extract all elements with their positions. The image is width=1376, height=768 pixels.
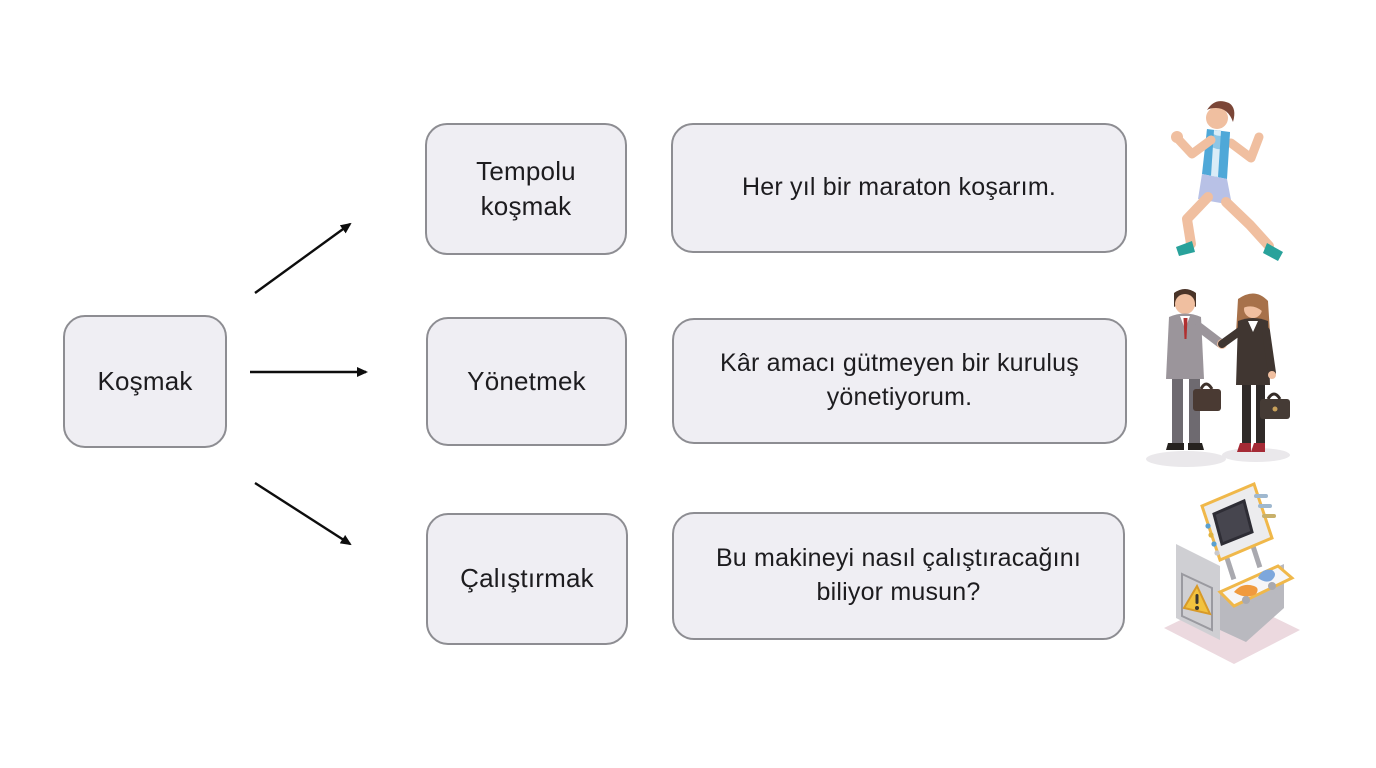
arrow-root-to-meaning-1 bbox=[254, 222, 352, 294]
meaning-node-calistirmak: Çalıştırmak bbox=[426, 513, 628, 645]
root-node-label: Koşmak bbox=[97, 365, 193, 396]
arrow-root-to-meaning-3 bbox=[254, 481, 352, 546]
example-label: Her yıl bir maraton koşarım. bbox=[741, 173, 1056, 202]
business-people-illustration bbox=[1146, 289, 1290, 467]
meaning-label: Yönetmek bbox=[467, 365, 586, 396]
example-label: Kâr amacı gütmeyen bir kuruluş yönetiyor… bbox=[720, 349, 1079, 411]
example-node-makine: Bu makineyi nasıl çalıştıracağını biliyo… bbox=[672, 512, 1125, 640]
meaning-node-tempolu-kosmak: Tempolu koşmak bbox=[425, 123, 627, 255]
meaning-label: Tempolu koşmak bbox=[476, 155, 576, 221]
example-label: Bu makineyi nasıl çalıştıracağını biliyo… bbox=[715, 544, 1082, 606]
root-node-kosmak: Koşmak bbox=[63, 315, 227, 448]
example-node-kurulus: Kâr amacı gütmeyen bir kuruluş yönetiyor… bbox=[672, 318, 1127, 444]
runner-illustration bbox=[1171, 101, 1283, 261]
example-node-maraton: Her yıl bir maraton koşarım. bbox=[671, 123, 1127, 253]
meaning-label: Çalıştırmak bbox=[460, 563, 594, 594]
machine-illustration bbox=[1164, 481, 1300, 664]
meaning-node-yonetmek: Yönetmek bbox=[426, 317, 627, 446]
